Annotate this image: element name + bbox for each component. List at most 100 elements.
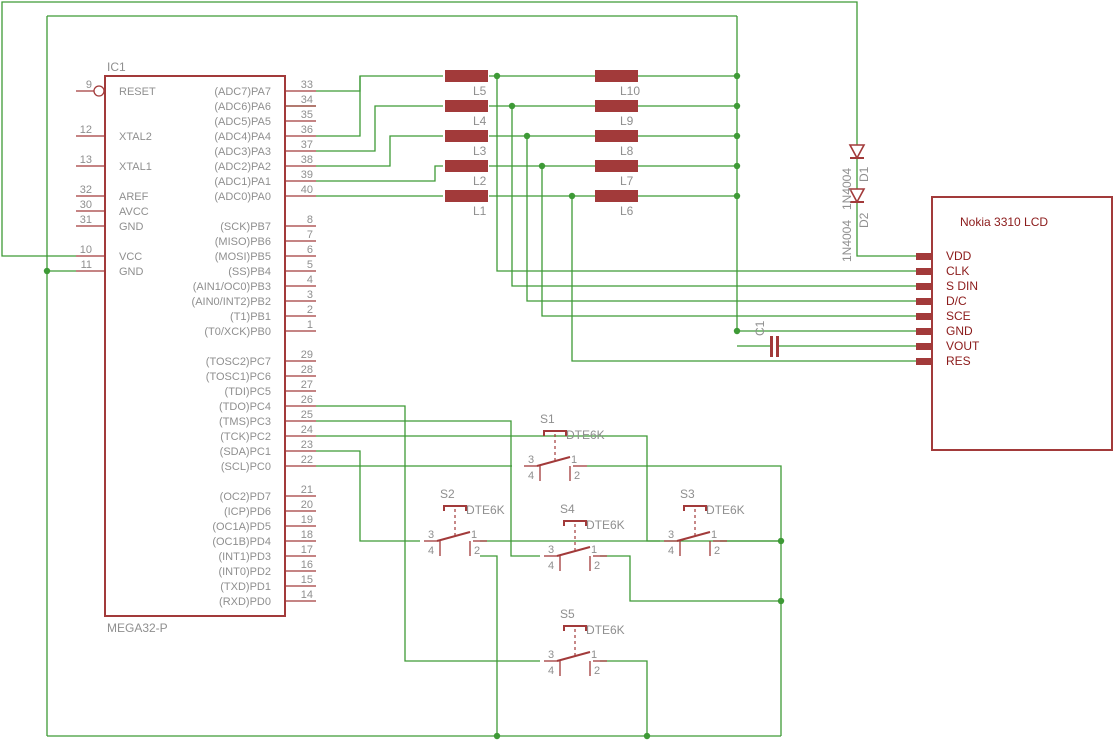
ic-pin-name: (SCL)PC0 [221, 461, 271, 473]
ic1-value: MEGA32-P [107, 621, 168, 635]
ic-pin-number: 16 [301, 559, 313, 571]
ic-pin-number: 30 [80, 199, 92, 211]
lcd-pin-pad [916, 358, 932, 365]
wire [571, 196, 916, 362]
capacitor-plate [776, 336, 779, 357]
junction-dot [43, 267, 51, 275]
junction-dot [733, 327, 741, 335]
ic-pin-name: (SS)PB4 [228, 266, 271, 278]
switch-contact [556, 651, 591, 662]
switch-pin-number: 4 [528, 470, 534, 482]
ic-pin-name: (TXD)PD1 [220, 581, 271, 593]
wire [600, 555, 781, 602]
lcd-pin-label: D/C [946, 294, 967, 308]
junction-dot [643, 732, 651, 740]
wire [316, 76, 361, 137]
switch-contact [676, 531, 711, 542]
ic-pin-number: 38 [301, 154, 313, 166]
ic-pin-name: (TCK)PC2 [220, 431, 271, 443]
lcd-pin-pad [916, 313, 932, 320]
ic-pin-number: 1 [307, 319, 313, 331]
ic-pin-number: 34 [301, 94, 313, 106]
ic-pin-name: (T1)PB1 [230, 311, 271, 323]
ic-pin-name: (TDO)PC4 [219, 401, 271, 413]
ic-pin-name: (T0/XCK)PB0 [204, 326, 271, 338]
ic-pin-name: XTAL2 [119, 131, 152, 143]
inductor [595, 190, 638, 202]
inductor-label: L2 [473, 174, 487, 188]
diode-value: 1N4004 [840, 168, 854, 210]
ic-pin-number: 22 [301, 454, 313, 466]
ic-pin-name: (OC1A)PD5 [212, 521, 271, 533]
inductor [595, 70, 638, 82]
ic-pin-name: VCC [119, 251, 142, 263]
ic-pin-number: 20 [301, 499, 313, 511]
switch-pin-number: 4 [428, 545, 434, 557]
ic-pin-name: (ADC3)PA3 [214, 146, 271, 158]
switch-button-cap [543, 430, 567, 436]
ic-pin-name: (SCK)PB7 [220, 221, 271, 233]
switch-name: S4 [560, 502, 575, 516]
inductor [445, 190, 488, 202]
ic-pin-name: (ADC4)PA4 [214, 131, 271, 143]
switch-pin-number: 2 [594, 560, 600, 572]
ic-pin-name: (MISO)PB6 [215, 236, 271, 248]
diode-value: 1N4004 [840, 220, 854, 262]
wire [316, 105, 443, 152]
junction-dot [523, 132, 531, 140]
inductor-label: L5 [473, 84, 487, 98]
ic-pin-name: (ADC2)PA2 [214, 161, 271, 173]
ic1-mega32-p: IC1 MEGA32-P 9RESET12XTAL213XTAL132AREF3… [76, 60, 316, 635]
inductor [595, 100, 638, 112]
inductor-label: L1 [473, 204, 487, 218]
switch-contact [436, 531, 471, 542]
inductor-label: L8 [620, 144, 634, 158]
ic-pin-number: 23 [301, 439, 313, 451]
lcd-pin-label: S DIN [946, 279, 978, 293]
switch-contact [536, 456, 571, 467]
wire [316, 405, 540, 662]
ic1-name: IC1 [107, 60, 126, 74]
inductor [445, 100, 488, 112]
ic-pin-number: 31 [80, 214, 92, 226]
ic-pin-name: GND [119, 266, 144, 278]
junction-dot [733, 162, 741, 170]
switch-button-cap [683, 505, 707, 511]
lcd-pin-label: VDD [946, 249, 972, 263]
wire [856, 202, 916, 257]
ic1-body [104, 75, 286, 617]
ic-pin-number: 36 [301, 124, 313, 136]
ic-pin-name: (ADC7)PA7 [214, 86, 271, 98]
ic-pin-number: 14 [301, 589, 313, 601]
wires-layer [1, 1, 916, 737]
junction-dot [508, 102, 516, 110]
wire [496, 76, 916, 272]
ic-pin-number: 10 [80, 244, 92, 256]
inductor [445, 130, 488, 142]
lcd-title: Nokia 3310 LCD [960, 215, 1048, 229]
ic-pin-number: 28 [301, 364, 313, 376]
junction-dot [777, 597, 785, 605]
switch-pin-number: 1 [591, 544, 597, 556]
switch-value: DTE6K [586, 518, 625, 532]
switch-button-cap [563, 520, 587, 526]
junction-dot [777, 537, 785, 545]
junction-dot [733, 192, 741, 200]
switch-pin-number: 4 [548, 665, 554, 677]
ic-pin-number: 29 [301, 349, 313, 361]
ic-pin-name: (ADC5)PA5 [214, 116, 271, 128]
ic-pin-number: 3 [307, 289, 313, 301]
lcd-body [931, 196, 1113, 451]
junction-dot [733, 132, 741, 140]
ic-pin-name: (SDA)PC1 [220, 446, 271, 458]
switch-button-cap [443, 505, 467, 511]
ic-pin-number: 40 [301, 184, 313, 196]
inductor [445, 160, 488, 172]
ic-pin-number: 19 [301, 514, 313, 526]
inductor-label: L4 [473, 114, 487, 128]
diode-symbol [848, 188, 866, 204]
